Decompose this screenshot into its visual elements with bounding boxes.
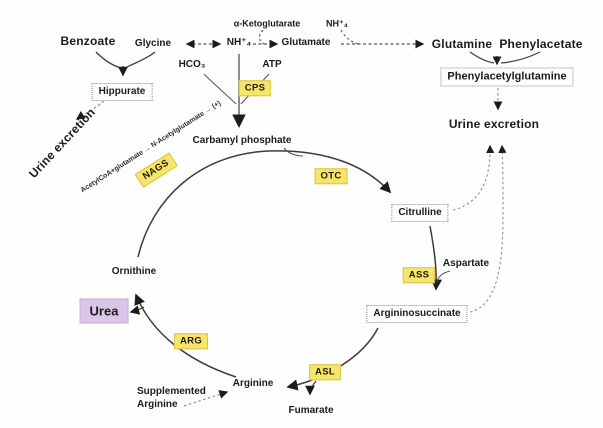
node-carbamyl-phosphate: Carbamyl phosphate bbox=[192, 135, 292, 146]
arc-asl bbox=[286, 327, 379, 391]
node-phenylacetylglutamine: Phenylacetylglutamine bbox=[440, 67, 574, 87]
arrow-glutamine-join bbox=[469, 51, 495, 64]
node-arginine: Arginine bbox=[232, 378, 274, 389]
node-glutamine: Glutamine bbox=[431, 37, 493, 51]
node-argininosuccinate: Argininosuccinate bbox=[366, 305, 468, 323]
enzyme-cps: CPS bbox=[238, 80, 272, 96]
node-fumarate: Fumarate bbox=[288, 405, 334, 416]
node-supplemented-arginine: Supplemented Arginine bbox=[137, 385, 206, 411]
arrow-argininosuccinate-urine bbox=[469, 144, 507, 313]
supplemented-line2: Arginine bbox=[137, 399, 178, 410]
link-ammonia-top bbox=[340, 29, 359, 45]
node-glycine: Glycine bbox=[134, 38, 172, 49]
arrow-hippurate-urine bbox=[75, 100, 105, 120]
link-aspartate bbox=[436, 270, 451, 283]
link-ketoglutarate bbox=[258, 29, 265, 45]
node-urea: Urea bbox=[79, 298, 129, 324]
arrow-phenylacetate-join bbox=[500, 51, 541, 64]
node-glutamate: Glutamate bbox=[281, 37, 331, 48]
arrow-citrulline-urine bbox=[452, 144, 495, 211]
label-urine-excretion-right: Urine excretion bbox=[448, 117, 540, 131]
node-ornithine: Ornithine bbox=[111, 266, 157, 277]
node-ammonium: NH⁺₄ bbox=[226, 37, 252, 48]
node-hco3: HCO₃ bbox=[178, 59, 206, 70]
node-aspartate: Aspartate bbox=[442, 258, 490, 269]
arrow-glycine-join bbox=[124, 51, 156, 69]
node-ammonium-top: NH⁺₄ bbox=[325, 18, 349, 29]
node-citrulline: Citrulline bbox=[391, 204, 449, 222]
arrow-benzoate-join bbox=[95, 51, 122, 69]
arrow-fumarate bbox=[305, 380, 317, 396]
enzyme-asl: ASL bbox=[309, 364, 341, 380]
node-hippurate: Hippurate bbox=[91, 83, 153, 101]
link-carbamyl bbox=[283, 147, 304, 157]
arc-otc bbox=[137, 150, 392, 258]
supplemented-line1: Supplemented bbox=[137, 386, 206, 397]
node-phenylacetate: Phenylacetate bbox=[499, 37, 583, 51]
arrow-urea bbox=[129, 305, 145, 315]
node-atp: ATP bbox=[262, 59, 282, 70]
enzyme-ass: ASS bbox=[402, 267, 436, 283]
link-hco3 bbox=[203, 73, 237, 105]
arc-ass bbox=[429, 225, 443, 291]
node-benzoate: Benzoate bbox=[60, 34, 116, 48]
enzyme-arg: ARG bbox=[173, 333, 209, 349]
node-alpha-ketoglutarate: α-Ketoglutarate bbox=[233, 18, 301, 29]
enzyme-otc: OTC bbox=[314, 168, 348, 184]
